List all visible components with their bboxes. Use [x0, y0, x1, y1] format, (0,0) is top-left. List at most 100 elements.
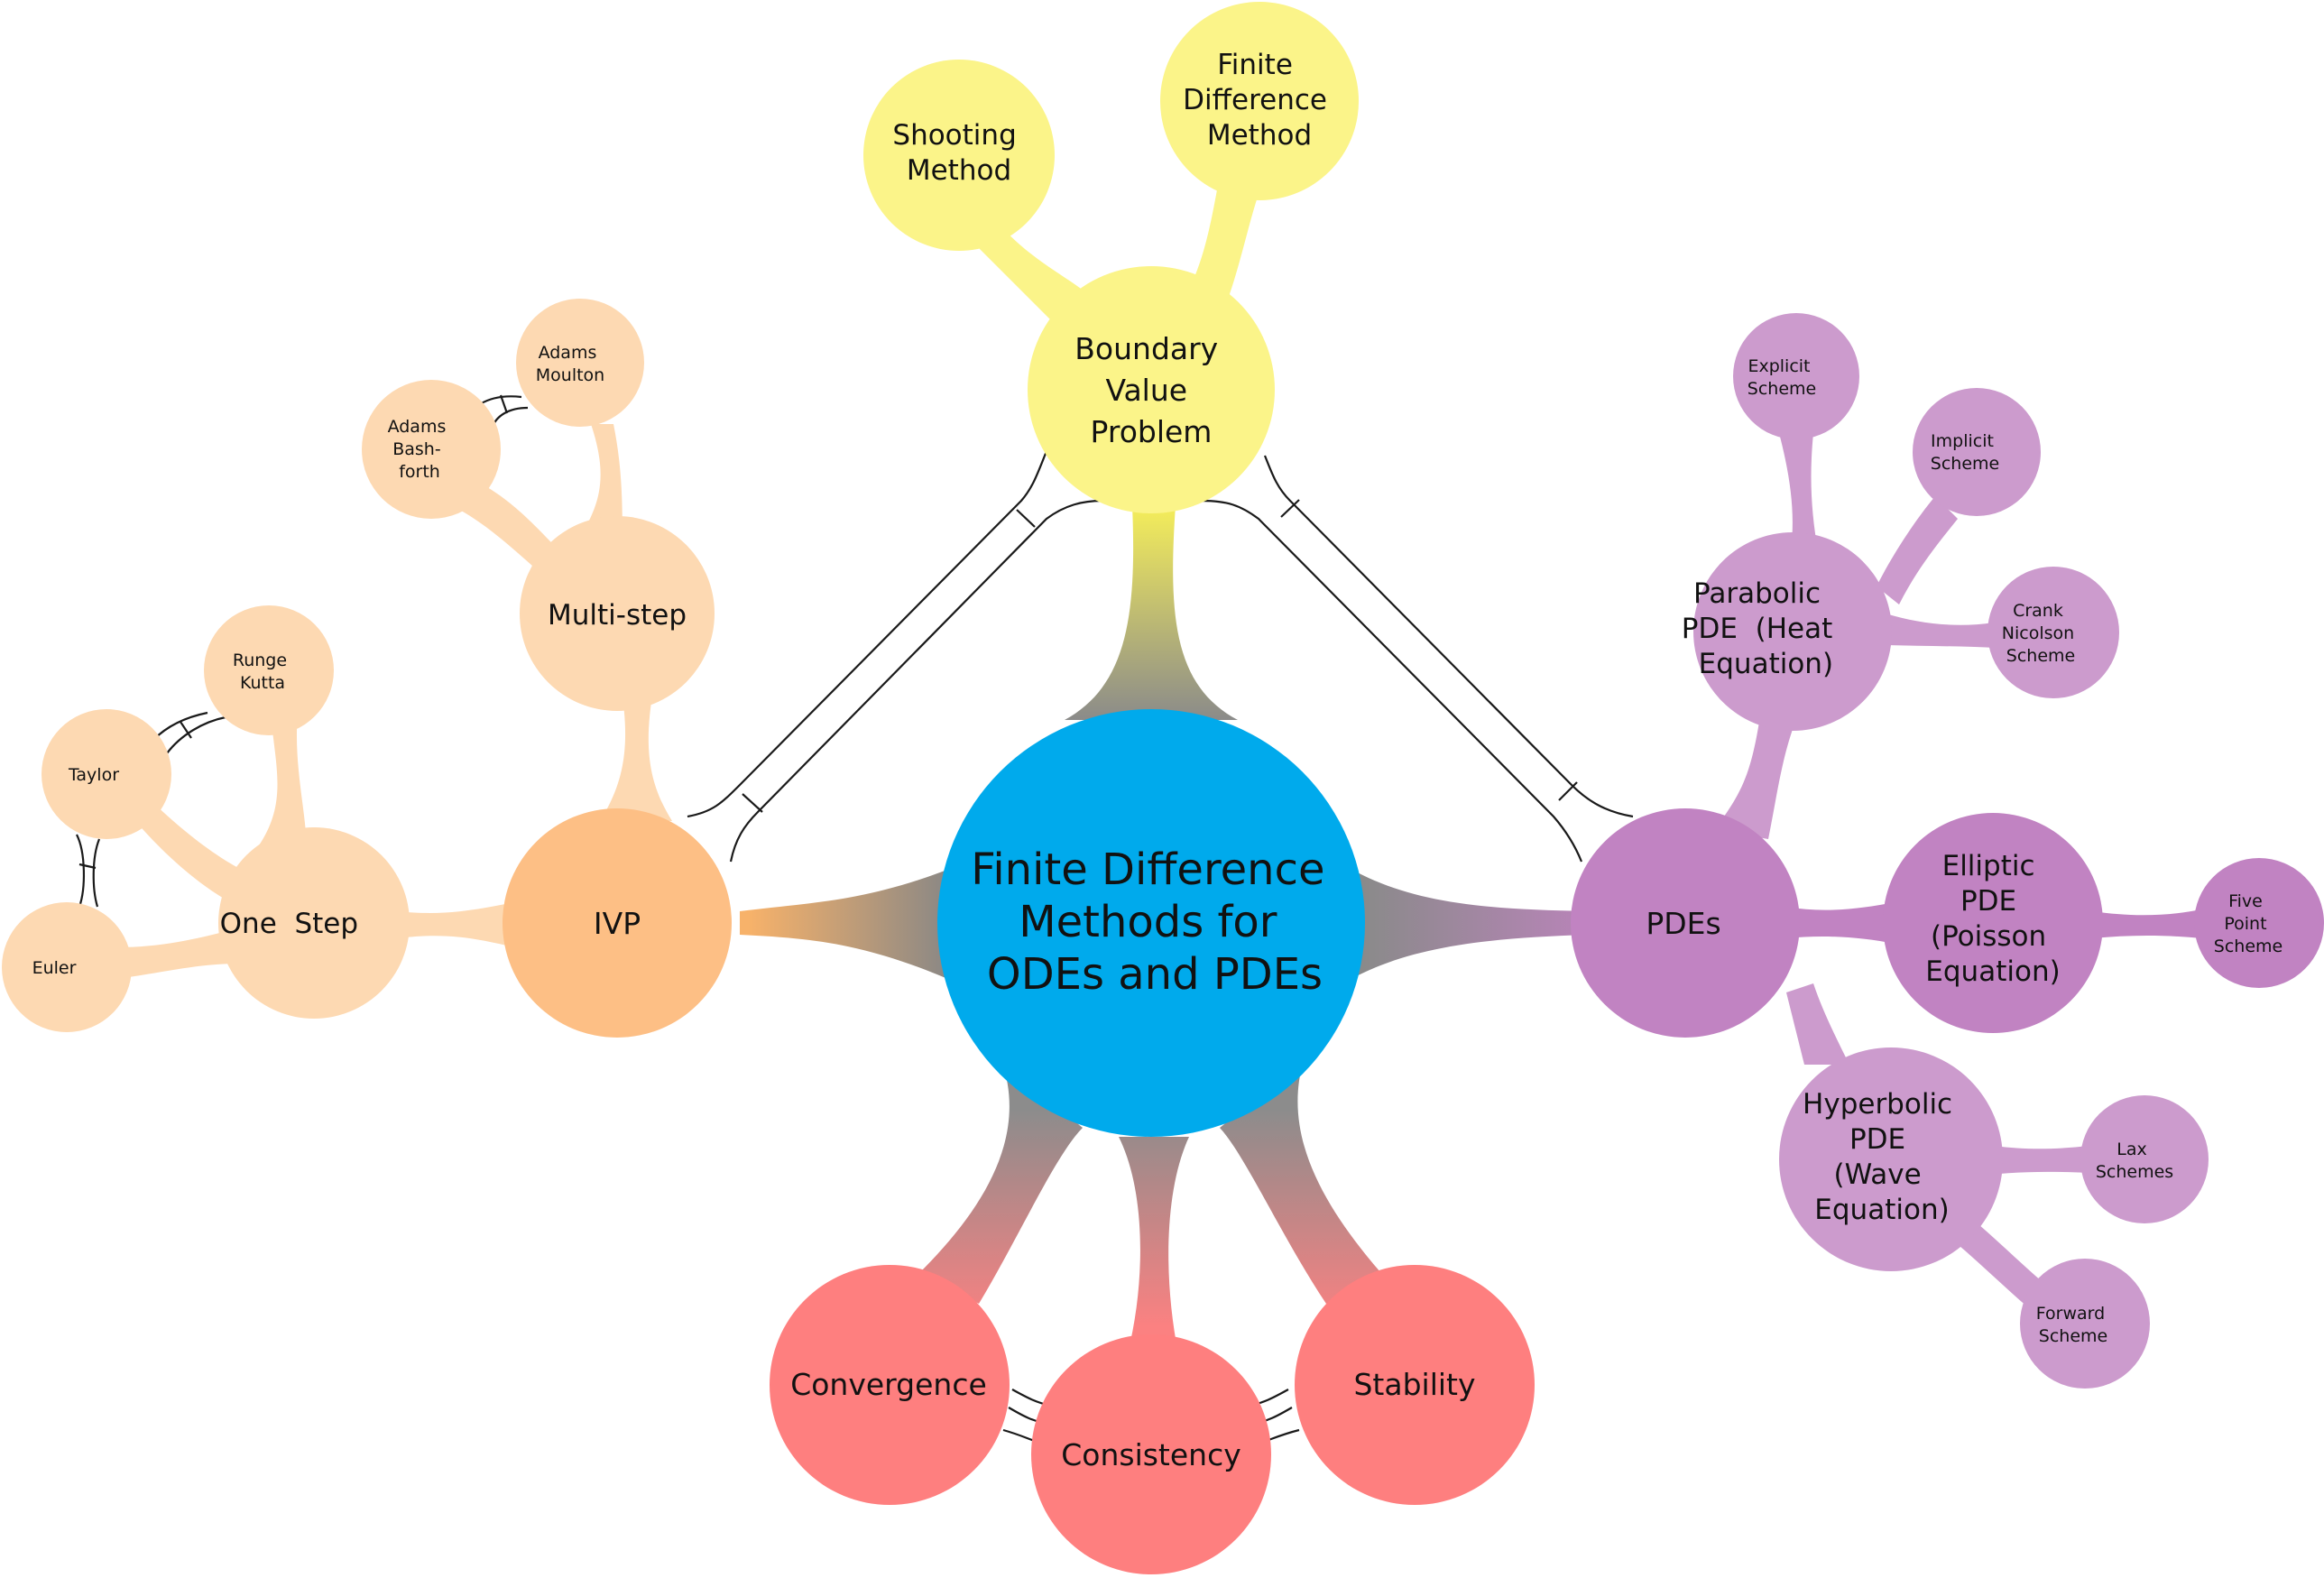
parabolic-pde-line-3: Equation)	[1699, 648, 1833, 680]
link-taylor-euler-a	[76, 834, 85, 908]
connector-parabolic-explicit	[1779, 433, 1818, 550]
elliptic-pde-line-4: Equation)	[1925, 955, 2060, 988]
shooting-method-line-2: Method	[907, 154, 1011, 187]
finite-difference-method-label: Finite Difference Method	[1183, 49, 1336, 152]
consistency-label: Consistency	[1061, 1437, 1241, 1472]
finite-difference-method-line-1: Finite	[1217, 49, 1293, 81]
hyperbolic-pde-bubble	[1779, 1047, 2003, 1271]
node-multi-step[interactable]: Multi-step	[520, 516, 715, 711]
stability-label: Stability	[1353, 1367, 1475, 1402]
link-ab-am-tick	[499, 394, 509, 414]
hyperbolic-pde-line-3: (Wave	[1833, 1158, 1921, 1191]
finite-difference-method-bubble	[1160, 2, 1359, 200]
parabolic-pde-line-1: Parabolic	[1693, 577, 1821, 610]
ivp-label: IVP	[594, 906, 641, 941]
node-convergence[interactable]: Convergence	[770, 1265, 1010, 1505]
node-pdes[interactable]: PDEs	[1571, 808, 1800, 1038]
node-runge-kutta[interactable]: Runge Kutta	[204, 605, 334, 735]
node-crank-nicolson-scheme[interactable]: Crank Nicolson Scheme	[1987, 567, 2119, 698]
consistency-line-1: Consistency	[1061, 1437, 1241, 1472]
runge-kutta-label: Runge Kutta	[233, 651, 292, 693]
adams-moulton-bubble	[516, 299, 644, 427]
multi-step-label: Multi-step	[548, 599, 687, 632]
forward-scheme-label: Forward Scheme	[2036, 1304, 2110, 1346]
node-taylor[interactable]: Taylor	[42, 709, 171, 839]
link-taylor-rk-tick	[180, 721, 192, 739]
node-adams-moulton[interactable]: Adams Moulton	[516, 299, 644, 427]
crank-nicolson-scheme-line-3: Scheme	[2006, 646, 2075, 666]
explicit-scheme-bubble	[1733, 313, 1859, 439]
implicit-scheme-bubble	[1913, 388, 2041, 516]
node-one-step[interactable]: One Step	[218, 827, 410, 1019]
connector-onestep-euler	[117, 929, 239, 979]
one-step-bubble	[218, 827, 410, 1019]
forward-scheme-line-1: Forward	[2036, 1304, 2105, 1324]
shooting-method-line-1: Shooting	[892, 119, 1016, 152]
node-ivp[interactable]: IVP	[503, 808, 732, 1038]
consistency-bubble	[1031, 1334, 1271, 1574]
explicit-scheme-line-2: Scheme	[1748, 379, 1816, 399]
node-boundary-value-problem[interactable]: Boundary Value Problem	[1028, 266, 1275, 513]
node-five-point-scheme[interactable]: Five Point Scheme	[2194, 858, 2324, 988]
node-elliptic-pde[interactable]: Elliptic PDE (Poisson Equation)	[1883, 813, 2103, 1033]
root-label: Finite Difference Methods for ODEs and P…	[971, 844, 1339, 1000]
node-adams-bashforth[interactable]: Adams Bash- forth	[362, 380, 501, 519]
hyperbolic-pde-line-4: Equation)	[1814, 1194, 1949, 1226]
crank-nicolson-scheme-label: Crank Nicolson Scheme	[2002, 601, 2080, 666]
hyperbolic-pde-line-1: Hyperbolic	[1803, 1088, 1952, 1121]
lax-schemes-line-1: Lax	[2116, 1140, 2146, 1159]
boundary-value-problem-line-1: Boundary	[1074, 331, 1218, 366]
connector-elliptic-fivepoint	[2093, 909, 2201, 938]
connector-ivp-onestep	[397, 902, 514, 947]
one-step-line-1: One Step	[220, 908, 358, 940]
implicit-scheme-line-1: Implicit	[1931, 431, 1994, 451]
crank-nicolson-scheme-line-2: Nicolson	[2002, 623, 2074, 643]
connector-root-bvp	[1065, 505, 1238, 720]
node-hyperbolic-pde[interactable]: Hyperbolic PDE (Wave Equation)	[1779, 1047, 2003, 1271]
lax-schemes-bubble	[2080, 1095, 2209, 1223]
implicit-scheme-label: Implicit Scheme	[1931, 431, 1999, 474]
connector-onestep-taylor	[135, 794, 244, 902]
connector-root-ivp	[740, 866, 958, 983]
node-shooting-method[interactable]: Shooting Method	[863, 60, 1055, 251]
node-explicit-scheme[interactable]: Explicit Scheme	[1733, 313, 1859, 439]
adams-bashforth-line-2: Bash-	[392, 439, 440, 459]
taylor-line-1: Taylor	[68, 765, 119, 785]
euler-line-1: Euler	[32, 958, 77, 978]
adams-bashforth-label: Adams Bash- forth	[388, 417, 452, 482]
one-step-label: One Step	[220, 908, 403, 940]
runge-kutta-line-2: Kutta	[240, 673, 285, 693]
parabolic-pde-line-2: PDE (Heat	[1682, 613, 1833, 645]
boundary-value-problem-line-3: Problem	[1091, 414, 1213, 449]
convergence-label: Convergence	[790, 1367, 987, 1402]
elliptic-pde-line-2: PDE	[1960, 885, 2016, 918]
five-point-scheme-line-2: Point	[2224, 914, 2266, 934]
node-forward-scheme[interactable]: Forward Scheme	[2020, 1259, 2150, 1389]
elliptic-pde-line-1: Elliptic	[1942, 850, 2035, 882]
node-lax-schemes[interactable]: Lax Schemes	[2080, 1095, 2209, 1223]
node-implicit-scheme[interactable]: Implicit Scheme	[1913, 388, 2041, 516]
pdes-label: PDEs	[1646, 906, 1720, 941]
root-line-3: ODEs and PDEs	[987, 949, 1323, 1000]
explicit-scheme-label: Explicit Scheme	[1748, 356, 1816, 399]
shooting-method-label: Shooting Method	[892, 119, 1025, 187]
shooting-method-bubble	[863, 60, 1055, 251]
pdes-bubble	[1571, 808, 1800, 1038]
adams-moulton-label: Adams Moulton	[536, 343, 604, 385]
node-finite-difference-method[interactable]: Finite Difference Method	[1160, 2, 1359, 200]
boundary-value-problem-label: Boundary Value Problem	[1074, 331, 1227, 449]
node-parabolic-pde[interactable]: Parabolic PDE (Heat Equation)	[1682, 532, 1895, 731]
connector-onestep-rk	[257, 713, 307, 853]
node-stability[interactable]: Stability	[1295, 1265, 1535, 1505]
elliptic-pde-line-3: (Poisson	[1931, 920, 2046, 953]
hyperbolic-pde-line-2: PDE	[1849, 1123, 1905, 1156]
node-consistency[interactable]: Consistency	[1031, 1334, 1271, 1574]
link-ab-am-b	[490, 406, 529, 429]
connector-pdes-parabolic	[1714, 722, 1795, 839]
node-euler[interactable]: Euler	[2, 902, 132, 1032]
euler-label: Euler	[32, 958, 77, 978]
root-bubble	[937, 709, 1365, 1137]
node-root[interactable]: Finite Difference Methods for ODEs and P…	[937, 709, 1365, 1137]
finite-difference-method-line-3: Method	[1207, 119, 1312, 152]
